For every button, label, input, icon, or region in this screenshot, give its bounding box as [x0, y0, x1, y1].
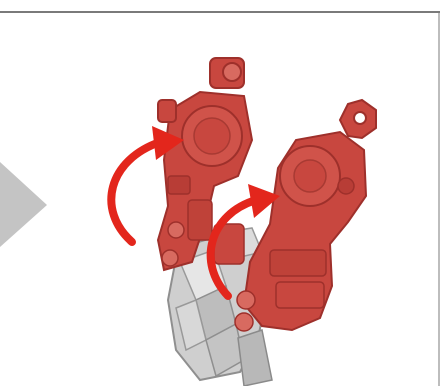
assembly-illustration [0, 13, 438, 386]
top-margin [0, 0, 440, 10]
triangle-right-icon [0, 162, 47, 247]
